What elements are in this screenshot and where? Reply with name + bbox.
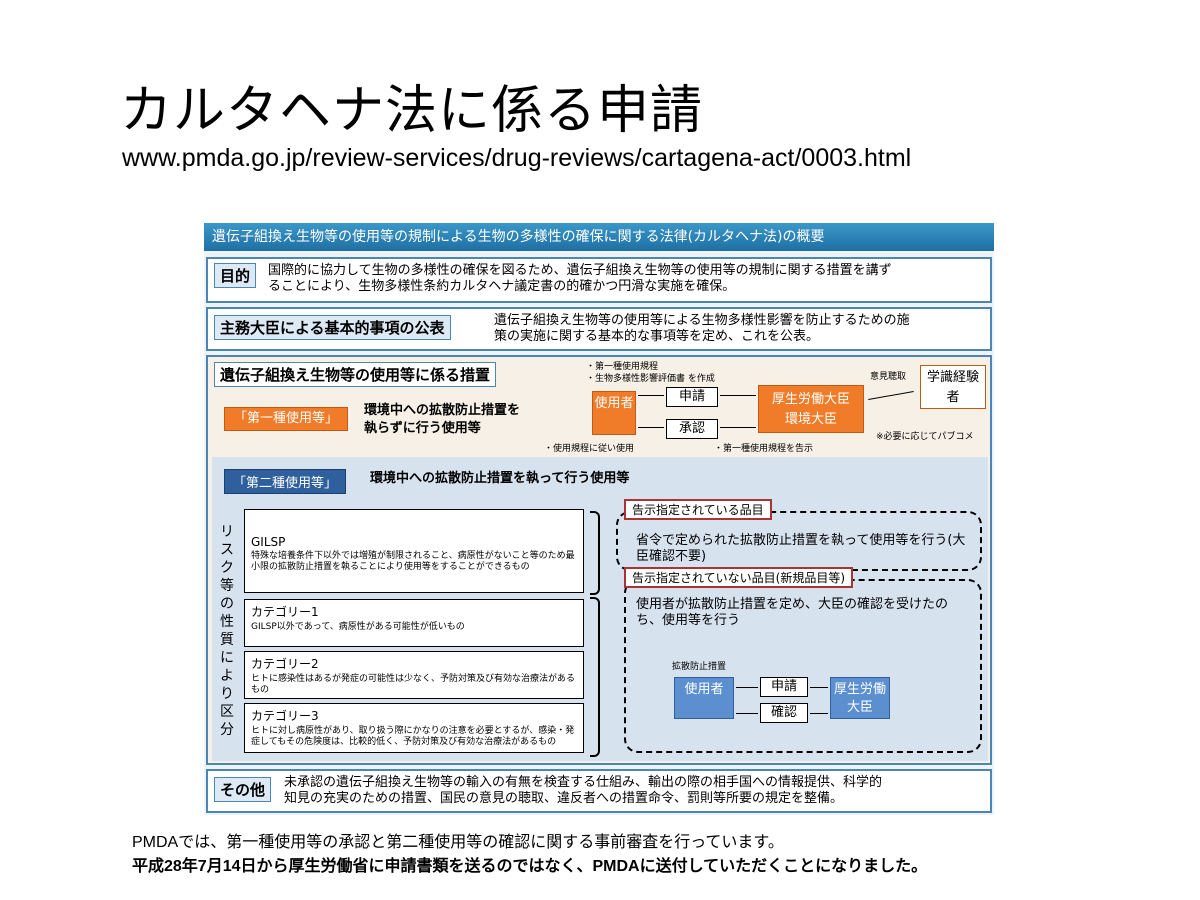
arrow-line bbox=[720, 395, 756, 396]
arrow-line bbox=[736, 687, 758, 688]
purpose-panel: 目的 国際的に協力して生物の多様性の確保を図るため、遺伝子組換え生物等の使用等の… bbox=[206, 257, 992, 303]
arrow-line bbox=[868, 391, 914, 400]
category-name: カテゴリー1 bbox=[251, 605, 319, 619]
minister-box-2: 厚生労働大臣 bbox=[830, 677, 890, 719]
unlisted-items-label: 告示指定されていない品目(新規品目等) bbox=[624, 567, 854, 588]
arrow-line bbox=[810, 687, 828, 688]
listed-items-label: 告示指定されている品目 bbox=[624, 499, 772, 520]
basic-items-panel: 主務大臣による基本的事項の公表 遺伝子組換え生物等の使用等による生物多様性影響を… bbox=[206, 307, 992, 351]
category-3: カテゴリー3 ヒトに対し病原性があり、取り扱う際にかなりの注意を必要とするが、感… bbox=[244, 703, 584, 753]
purpose-text-2: ることにより、生物多様性条約カルタヘナ議定書の的確かつ円滑な実施を確保。 bbox=[268, 279, 736, 294]
category-1: カテゴリー1 GILSP以外であって、病原性がある可能性が低いもの bbox=[244, 599, 584, 647]
type2-desc: 環境中への拡散防止措置を執って行う使用等 bbox=[370, 471, 630, 486]
arrow-line bbox=[638, 395, 664, 396]
experts-box: 学識経験者 bbox=[920, 365, 986, 409]
category-name: カテゴリー3 bbox=[251, 709, 319, 723]
other-text-2: 知見の充実のための措置、国民の意見の聴取、違反者への措置命令、罰則等所要の規定を… bbox=[284, 791, 844, 806]
containment-label: 拡散防止措置 bbox=[672, 662, 727, 672]
measures-label: 遺伝子組換え生物等の使用等に係る措置 bbox=[214, 362, 497, 387]
brace bbox=[590, 597, 600, 757]
side-label: リスク等の性質により区分 bbox=[220, 524, 234, 738]
note-rules: ・第一種使用規程 bbox=[586, 362, 659, 372]
other-label: その他 bbox=[214, 777, 272, 802]
ministers-box: 厚生労働大臣 環境大臣 bbox=[758, 385, 864, 433]
category-desc: ヒトに対し病原性があり、取り扱う際にかなりの注意を必要とするが、感染・発症しても… bbox=[251, 726, 575, 747]
category-desc: GILSP以外であって、病原性がある可能性が低いもの bbox=[251, 622, 465, 632]
footer-line-2: 平成28年7月14日から厚生労働省に申請書類を送るのではなく、PMDAに送付して… bbox=[132, 858, 928, 875]
purpose-label: 目的 bbox=[214, 263, 257, 288]
category-desc: 特殊な培養条件下以外では増殖が制限されること、病原性がないこと等のため最小限の拡… bbox=[251, 551, 575, 572]
brace bbox=[590, 511, 600, 595]
source-url: www.pmda.go.jp/review-services/drug-revi… bbox=[122, 144, 912, 172]
unlisted-items-text: 使用者が拡散防止措置を定め、大臣の確認を受けたのち、使用等を行う bbox=[636, 597, 949, 628]
law-overview-figure: 遺伝子組換え生物等の使用等の規制による生物の多様性の確保に関する法律(カルタヘナ… bbox=[204, 223, 994, 815]
type1-label: 「第一種使用等」 bbox=[224, 407, 348, 431]
type1-desc-1: 環境中への拡散防止措置を bbox=[364, 403, 521, 418]
category-gilsp: GILSP 特殊な培養条件下以外では増殖が制限されること、病原性がないこと等のた… bbox=[244, 509, 584, 593]
basic-items-label: 主務大臣による基本的事項の公表 bbox=[214, 315, 451, 340]
purpose-text-1: 国際的に協力して生物の多様性の確保を図るため、遺伝子組換え生物等の使用等の規制に… bbox=[268, 263, 892, 278]
confirm-box: 確認 bbox=[760, 703, 808, 723]
measures-panel: 遺伝子組換え生物等の使用等に係る措置 「第一種使用等」 環境中への拡散防止措置を… bbox=[206, 355, 992, 765]
other-text-1: 未承認の遺伝子組換え生物等の輸入の有無を検査する仕組み、輸出の際の相手国への情報… bbox=[284, 775, 883, 790]
listed-items-text: 省令で定められた拡散防止措置を執って使用等を行う(大臣確認不要) bbox=[636, 533, 966, 564]
basic-items-text-1: 遺伝子組換え生物等の使用等による生物多様性影響を防止するための施 bbox=[494, 313, 910, 328]
follow-rules-note: ・使用規程に従い使用 bbox=[544, 444, 635, 454]
unlisted-items-box: 使用者が拡散防止措置を定め、大臣の確認を受けたのち、使用等を行う 拡散防止措置 … bbox=[624, 579, 982, 753]
figure-header: 遺伝子組換え生物等の使用等の規制による生物の多様性の確保に関する法律(カルタヘナ… bbox=[204, 223, 994, 251]
type1-desc-2: 執らずに行う使用等 bbox=[364, 421, 481, 436]
category-desc: ヒトに感染性はあるが発症の可能性は少なく、予防対策及び有効な治療法があるもの bbox=[251, 674, 576, 695]
apply-box: 申請 bbox=[666, 387, 718, 407]
arrow-line bbox=[736, 713, 758, 714]
footer-line-1: PMDAでは、第一種使用等の承認と第二種使用等の確認に関する事前審査を行っていま… bbox=[132, 834, 784, 851]
type2-label: 「第二種使用等」 bbox=[224, 469, 347, 494]
arrow-line bbox=[720, 427, 756, 428]
type2-area: 「第二種使用等」 環境中への拡散防止措置を執って行う使用等 リスク等の性質により… bbox=[212, 457, 988, 761]
arrow-line bbox=[638, 427, 664, 428]
basic-items-text-2: 策の実施に関する基本的な事項等を定め、これを公表。 bbox=[494, 329, 820, 344]
user-box-2: 使用者 bbox=[674, 677, 734, 719]
note-assessment: ・生物多様性影響評価書 を作成 bbox=[586, 374, 715, 384]
hearing-label: 意見聴取 bbox=[870, 372, 907, 382]
announce-note: ・第一種使用規程を告示 bbox=[714, 444, 814, 454]
approve-box: 承認 bbox=[666, 419, 718, 439]
user-box: 使用者 bbox=[592, 391, 636, 435]
slide-title: カルタヘナ法に係る申請 bbox=[120, 81, 704, 141]
pubcom-note: ※必要に応じてパブコメ bbox=[876, 432, 974, 442]
category-name: カテゴリー2 bbox=[251, 657, 319, 671]
category-name: GILSP bbox=[251, 535, 286, 549]
category-2: カテゴリー2 ヒトに感染性はあるが発症の可能性は少なく、予防対策及び有効な治療法… bbox=[244, 651, 584, 699]
listed-items-box: 省令で定められた拡散防止措置を執って使用等を行う(大臣確認不要) bbox=[616, 511, 982, 571]
arrow-line bbox=[810, 713, 828, 714]
other-panel: その他 未承認の遺伝子組換え生物等の輸入の有無を検査する仕組み、輸出の際の相手国… bbox=[206, 769, 992, 813]
apply-box-2: 申請 bbox=[760, 677, 808, 697]
